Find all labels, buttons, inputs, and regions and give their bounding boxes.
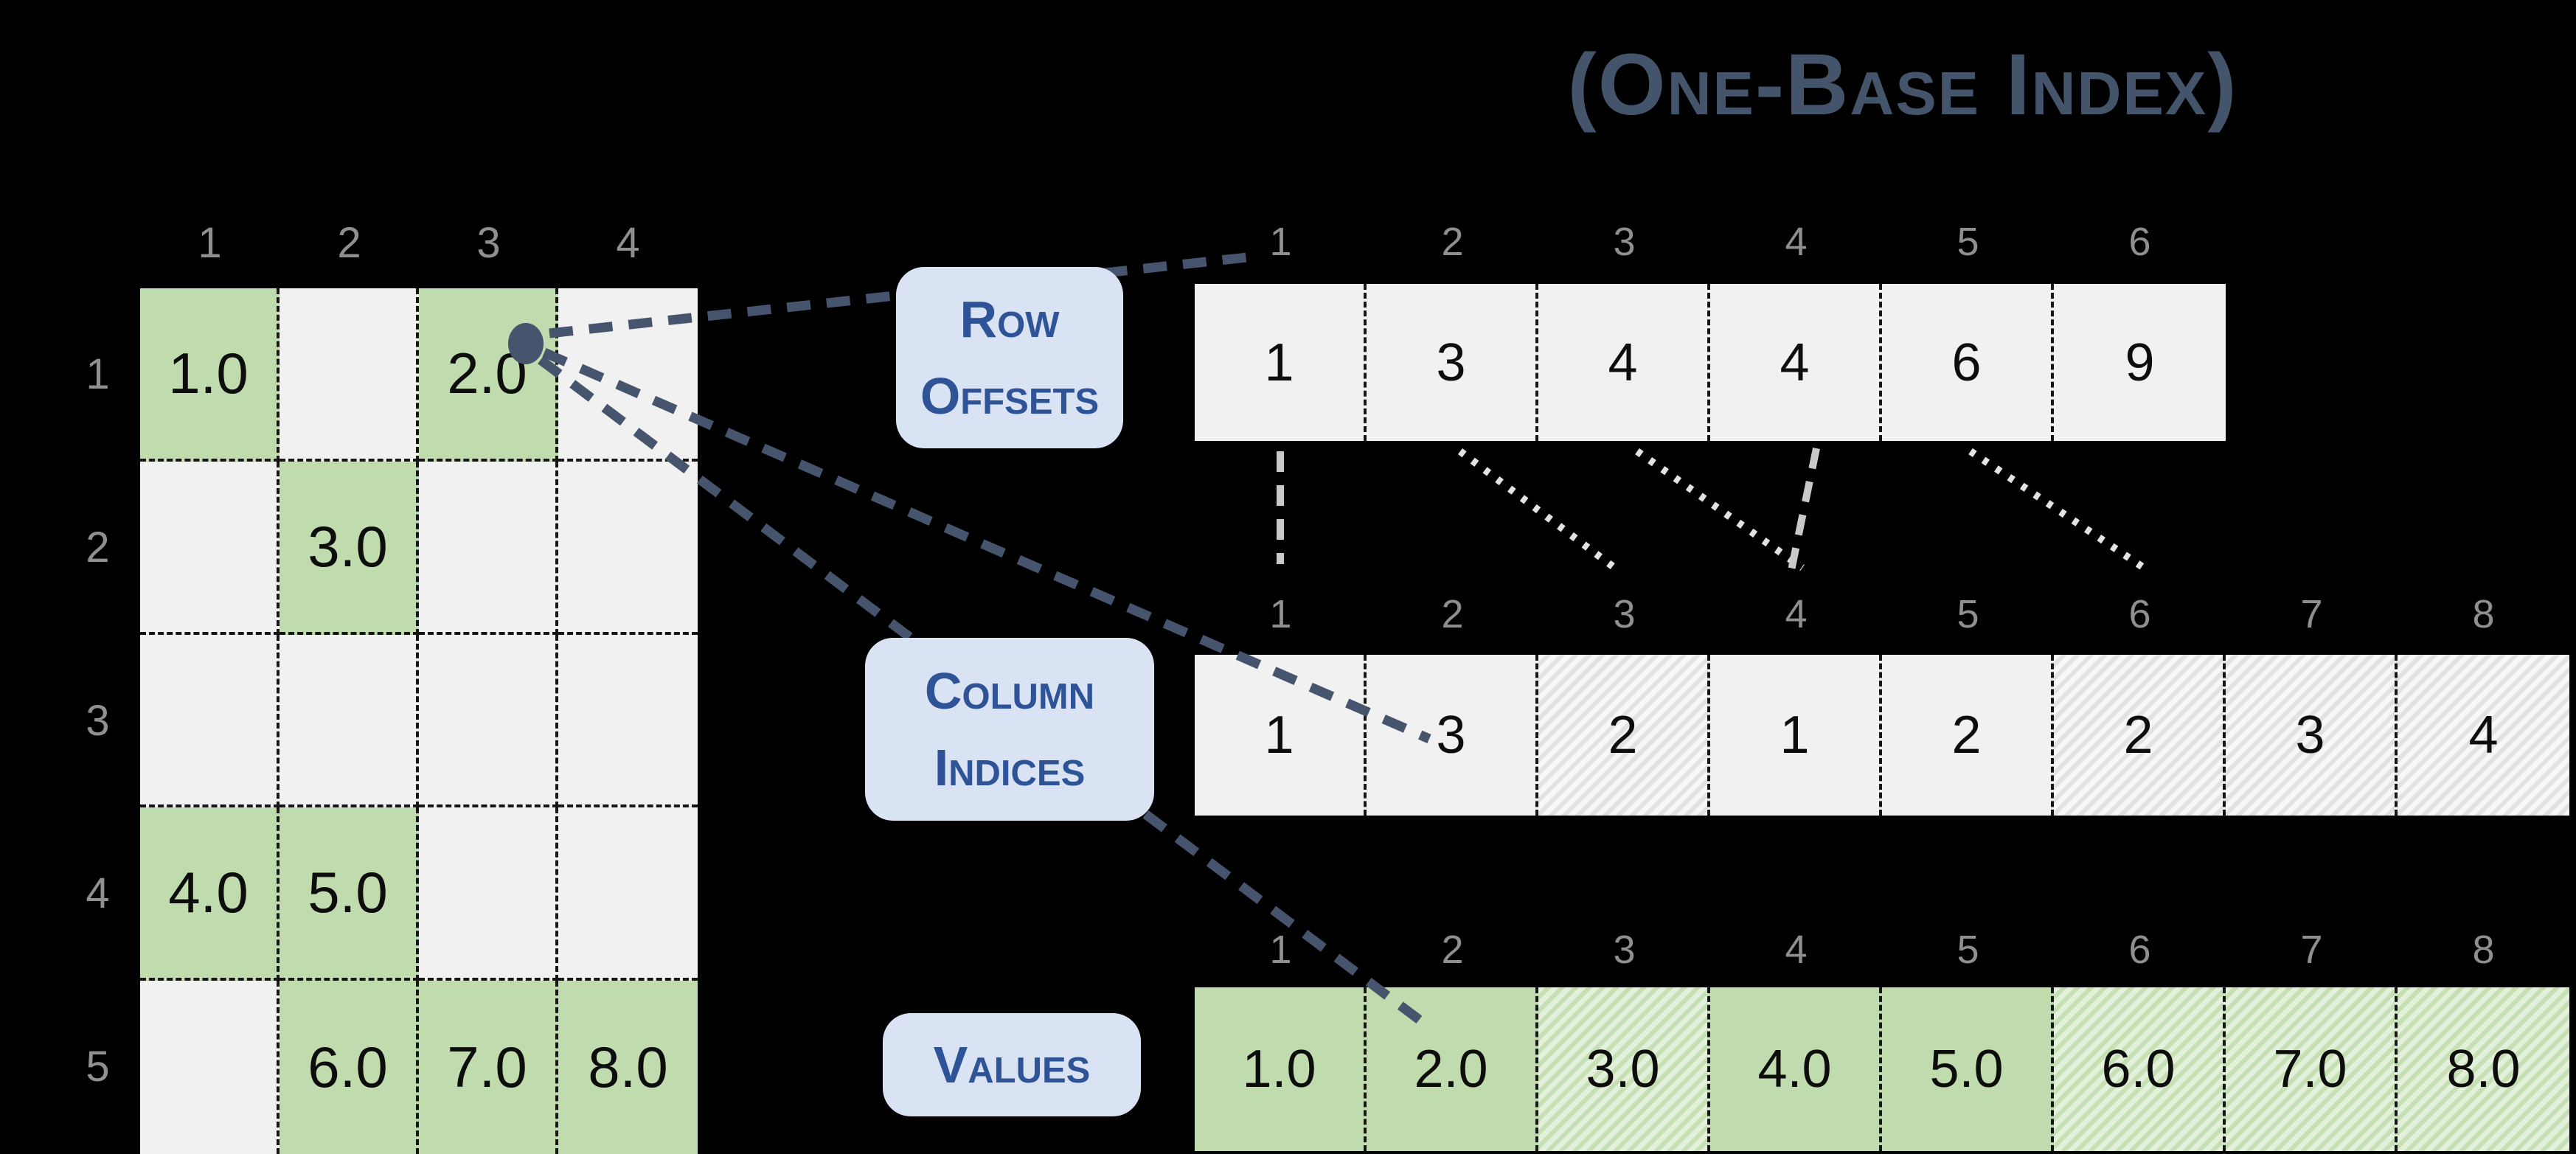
matrix-row-label: 3 — [86, 696, 110, 745]
matrix-cell — [558, 288, 698, 462]
index-label: 6 — [2128, 220, 2151, 264]
index-label: 1 — [1269, 592, 1292, 636]
values-index-labels: 1 2 3 4 5 6 7 8 — [1195, 925, 2569, 974]
column-indices-array: 1 3 2 1 2 2 3 4 — [1195, 655, 2569, 816]
offset-mapping-line-2 — [1457, 448, 1619, 572]
matrix-cell — [140, 461, 280, 635]
index-label: 5 — [1957, 220, 1979, 264]
index-label: 8 — [2472, 592, 2495, 636]
index-label: 4 — [1785, 220, 1808, 264]
index-label: 6 — [2128, 928, 2151, 972]
array-cell: 3 — [1367, 284, 1538, 441]
column-indices-index-labels: 1 2 3 4 5 6 7 8 — [1195, 590, 2569, 639]
array-cell: 2 — [1538, 655, 1710, 816]
matrix-cell — [558, 807, 698, 981]
array-cell: 1 — [1195, 284, 1367, 441]
column-indices-label-box: Column Indices — [865, 638, 1154, 821]
array-cell: 4.0 — [1710, 987, 1882, 1151]
index-label: 1 — [1269, 220, 1292, 264]
page-title: (One-Base Index) — [1567, 36, 2238, 133]
matrix-col-label: 1 — [198, 219, 222, 267]
sparse-matrix: 1.0 2.0 3.0 4.0 5.0 6.0 7.0 8.0 — [140, 288, 698, 1154]
matrix-cell — [280, 634, 419, 808]
index-label: 3 — [1613, 928, 1636, 972]
column-indices-label-line2: Indices — [934, 739, 1086, 796]
index-label: 2 — [1441, 592, 1464, 636]
index-label: 3 — [1613, 220, 1636, 264]
index-label: 2 — [1441, 928, 1464, 972]
row-offsets-index-labels: 1 2 3 4 5 6 — [1195, 218, 2226, 266]
matrix-cell: 1.0 — [140, 288, 280, 462]
array-cell: 1.0 — [1195, 987, 1367, 1151]
array-cell: 4 — [2398, 655, 2569, 816]
matrix-cell — [419, 807, 558, 981]
matrix-row-label: 5 — [86, 1043, 110, 1091]
matrix-cell: 2.0 — [419, 288, 558, 462]
array-cell: 8.0 — [2398, 987, 2569, 1151]
index-label: 4 — [1785, 928, 1808, 972]
matrix-cell — [419, 634, 558, 808]
index-label: 8 — [2472, 928, 2495, 972]
column-indices-label-line1: Column — [924, 662, 1095, 720]
row-offsets-label-line2: Offsets — [920, 367, 1100, 425]
matrix-row-label: 4 — [86, 869, 110, 918]
array-cell: 3.0 — [1538, 987, 1710, 1151]
matrix-cell: 6.0 — [280, 981, 419, 1154]
array-cell: 6 — [1882, 284, 2054, 441]
matrix-row-label: 1 — [86, 350, 110, 398]
index-label: 1 — [1269, 928, 1292, 972]
array-cell: 2 — [2054, 655, 2226, 816]
array-cell: 5.0 — [1882, 987, 2054, 1151]
offset-mapping-line-3 — [1635, 448, 1805, 571]
values-array: 1.0 2.0 3.0 4.0 5.0 6.0 7.0 8.0 — [1195, 987, 2569, 1151]
array-cell: 6.0 — [2054, 987, 2226, 1151]
index-label: 5 — [1957, 592, 1979, 636]
index-label: 7 — [2300, 592, 2323, 636]
matrix-cell: 3.0 — [280, 461, 419, 635]
index-label: 7 — [2300, 928, 2323, 972]
offset-mapping-line-4 — [1787, 447, 1820, 575]
array-cell: 1 — [1195, 655, 1367, 816]
array-cell: 1 — [1710, 655, 1882, 816]
matrix-cell: 8.0 — [558, 981, 698, 1154]
matrix-cell — [419, 461, 558, 635]
matrix-cell: 5.0 — [280, 807, 419, 981]
matrix-col-label: 2 — [337, 219, 361, 267]
matrix-cell — [140, 634, 280, 808]
matrix-row-labels: 1 2 3 4 5 — [63, 288, 133, 1154]
values-label-box: Values — [883, 1013, 1141, 1116]
row-offsets-label-line1: Row — [959, 291, 1060, 348]
index-label: 5 — [1957, 928, 1979, 972]
matrix-cell: 4.0 — [140, 807, 280, 981]
array-cell: 2 — [1882, 655, 2054, 816]
index-label: 2 — [1441, 220, 1464, 264]
array-cell: 4 — [1538, 284, 1710, 441]
matrix-col-label: 4 — [616, 219, 640, 267]
matrix-cell: 7.0 — [419, 981, 558, 1154]
matrix-col-label: 3 — [476, 219, 501, 267]
matrix-cell — [140, 981, 280, 1154]
matrix-row-label: 2 — [86, 523, 110, 571]
offset-mapping-line-5 — [1968, 448, 2148, 573]
matrix-cell — [558, 461, 698, 635]
matrix-cell — [280, 288, 419, 462]
row-offsets-label-box: Row Offsets — [896, 267, 1123, 448]
index-label: 6 — [2128, 592, 2151, 636]
array-cell: 4 — [1710, 284, 1882, 441]
array-cell: 7.0 — [2226, 987, 2398, 1151]
array-cell: 2.0 — [1367, 987, 1538, 1151]
array-cell: 9 — [2054, 284, 2226, 441]
array-cell: 3 — [2226, 655, 2398, 816]
index-label: 4 — [1785, 592, 1808, 636]
matrix-cell — [558, 634, 698, 808]
values-label: Values — [933, 1036, 1091, 1094]
matrix-column-labels: 1 2 3 4 — [140, 219, 698, 268]
index-label: 3 — [1613, 592, 1636, 636]
row-offsets-array: 1 3 4 4 6 9 — [1195, 284, 2226, 441]
array-cell: 3 — [1367, 655, 1538, 816]
